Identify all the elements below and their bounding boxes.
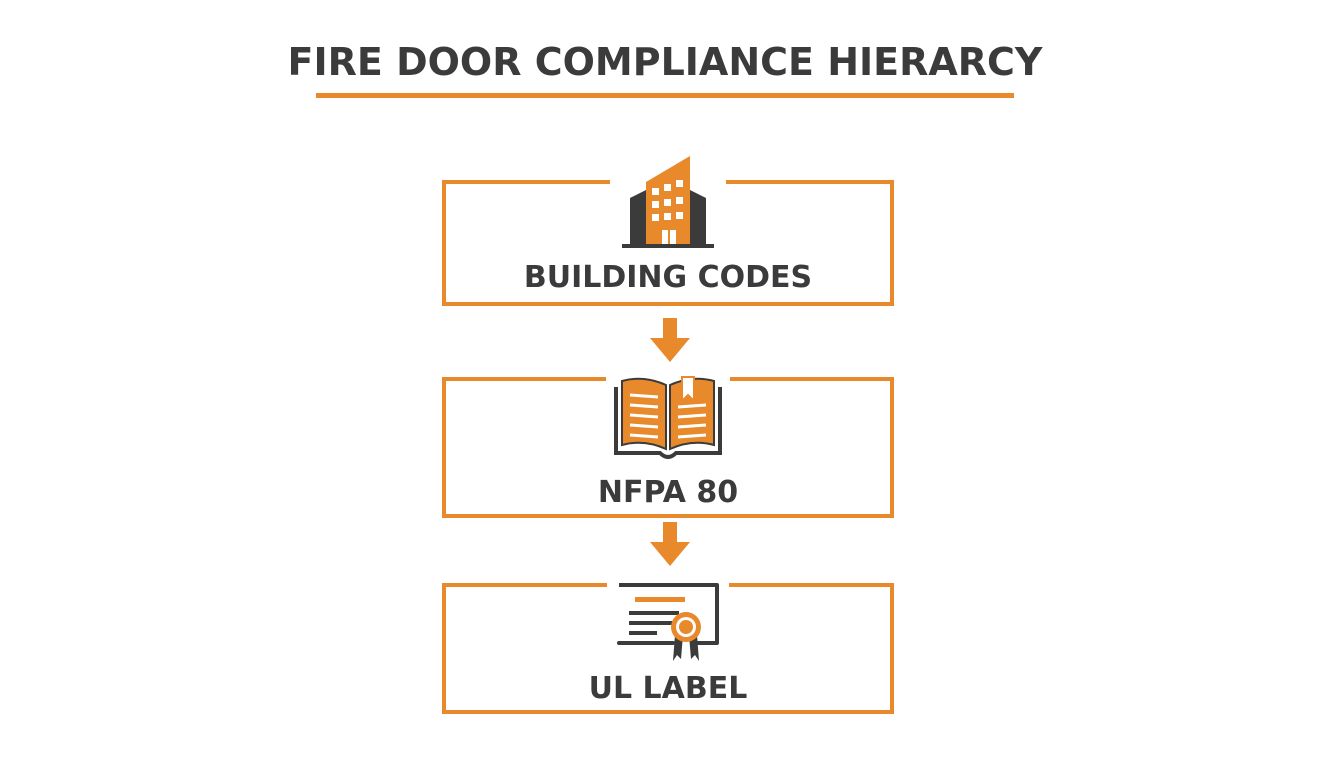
- hierarchy-box-building-codes: BUILDING CODES: [442, 154, 894, 306]
- hierarchy-label-ul-label: UL LABEL: [588, 671, 748, 706]
- diagram-title: FIRE DOOR COMPLIANCE HIERARCY: [287, 40, 1043, 84]
- title-underline: [316, 93, 1014, 98]
- hierarchy-label-nfpa-80: NFPA 80: [597, 475, 739, 510]
- building-icon: [610, 154, 726, 255]
- open-book-icon: [606, 373, 730, 468]
- hierarchy-label-building-codes: BUILDING CODES: [523, 260, 813, 295]
- down-arrow-icon: [650, 522, 690, 573]
- certificate-icon: [607, 577, 729, 668]
- down-arrow-icon: [650, 318, 690, 369]
- hierarchy-box-nfpa-80: NFPA 80: [442, 373, 894, 518]
- hierarchy-box-ul-label: UL LABEL: [442, 577, 894, 714]
